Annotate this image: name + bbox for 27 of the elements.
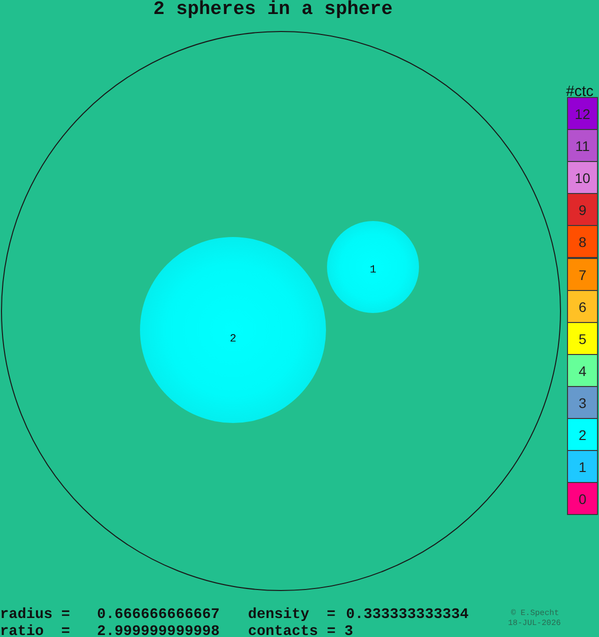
legend-label: 4	[578, 364, 586, 378]
legend-label: 5	[578, 332, 586, 346]
stat-value: 0.333333333334	[346, 608, 469, 623]
copyright-note: © E.Specht	[511, 609, 560, 618]
legend-label: 3	[578, 396, 586, 410]
stat-label: contacts = 3	[248, 625, 354, 637]
legend-heading: #ctc	[566, 84, 594, 100]
stat-label: ratio =	[0, 625, 70, 637]
legend-label: 8	[578, 235, 586, 250]
legend-label: 11	[575, 139, 590, 154]
legend-label: 10	[574, 171, 590, 186]
stat-value: 0.666666666667	[97, 608, 220, 623]
legend-label: 0	[578, 492, 586, 506]
stat-value: 2.999999999998	[97, 625, 220, 637]
legend-label: 12	[574, 107, 590, 122]
sphere-number: 2	[230, 334, 236, 346]
legend-label: 9	[578, 203, 586, 218]
legend-label: 1	[578, 460, 586, 474]
legend-label: 6	[578, 300, 586, 314]
legend-label: 2	[578, 428, 586, 442]
outer-circle	[1, 31, 561, 591]
sphere-number: 1	[370, 266, 376, 276]
date-note: 18-JUL-2026	[508, 619, 561, 628]
legend-label: 7	[578, 268, 586, 282]
stat-label: density =	[248, 608, 336, 623]
title: 2 spheres in a sphere	[152, 0, 394, 19]
stat-label: radius =	[0, 608, 70, 623]
